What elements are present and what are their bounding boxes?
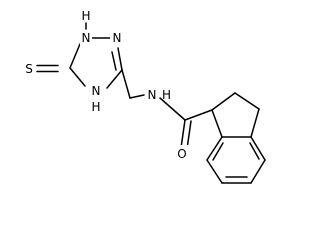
bond-c1-c7a — [211, 109, 223, 138]
bond-c5-n1 — [69, 43, 81, 69]
bond-c6-c7 — [206, 159, 223, 184]
bond-n4-c5 — [69, 67, 86, 87]
bond-c3i-c3a — [250, 108, 260, 138]
bond-c7-c7a — [206, 136, 223, 161]
bond-c7-c7a-inner — [212, 142, 224, 161]
atom-o-carbonyl: O — [177, 147, 186, 161]
bond-c2-c3i — [234, 92, 260, 110]
bond-c-carbonyl-c1 — [184, 109, 213, 121]
bond-c3a-c4 — [250, 136, 266, 161]
atom-n4-ring: N — [92, 84, 101, 98]
bond-ch2-n-amide — [129, 94, 145, 99]
atom-h-on-n4: H — [91, 100, 100, 114]
atom-n1-ring: N — [82, 31, 91, 45]
bond-n2-c3 — [117, 47, 123, 71]
atom-h-on-amide-n: H — [162, 88, 171, 102]
molecule-structure-diagram: S N H N N H N H O — [23, 9, 266, 184]
bond-c3-ch2 — [121, 69, 131, 99]
bond-c4-c5i — [250, 159, 266, 184]
bond-c-o-double-a — [180, 119, 186, 149]
bond-c1-c2 — [211, 92, 236, 111]
bonds — [36, 37, 266, 184]
bond-n-amide-c-carbonyl — [159, 97, 186, 121]
bond-c3-n4 — [106, 69, 123, 89]
atom-s-thione: S — [25, 62, 33, 76]
atom-labels: S N H N N H N H O — [23, 9, 189, 162]
atom-n2-ring: N — [113, 31, 122, 45]
bond-c-o-double-b — [186, 120, 192, 150]
bond-n2-c3-inner — [111, 51, 117, 71]
atom-n-amide: N — [148, 88, 157, 102]
atom-h-on-n1: H — [81, 9, 90, 23]
bond-c3a-c4-inner — [249, 142, 260, 160]
